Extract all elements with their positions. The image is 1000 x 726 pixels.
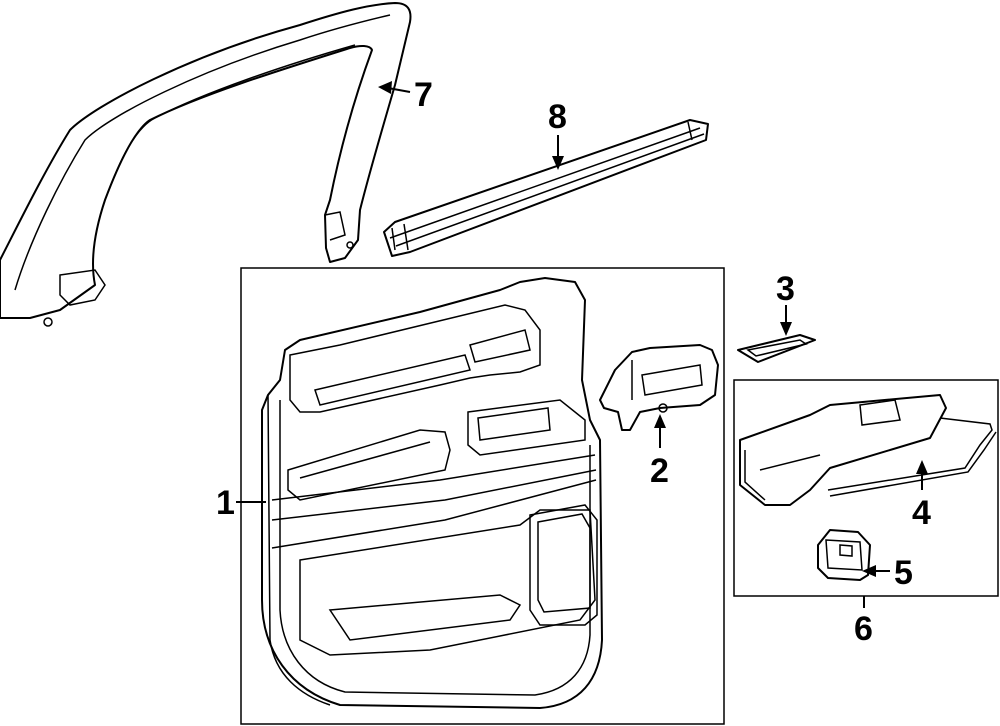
switch-group-frame xyxy=(733,379,999,597)
switch-bezel-part xyxy=(739,394,997,506)
callout-7: 7 xyxy=(414,76,433,114)
callout-4: 4 xyxy=(912,494,931,532)
callout-1: 1 xyxy=(216,484,235,522)
window-switch-part xyxy=(817,529,871,581)
callout-3: 3 xyxy=(776,270,795,308)
callout-2: 2 xyxy=(650,452,669,490)
cover-pad-part xyxy=(737,334,816,363)
callout-5: 5 xyxy=(894,554,913,592)
belt-molding-part xyxy=(383,119,709,257)
panel-group-frame xyxy=(240,267,725,725)
leader-lines xyxy=(236,81,928,608)
inside-handle-part xyxy=(599,344,719,431)
door-trim-panel-part xyxy=(261,277,603,709)
callout-6: 6 xyxy=(854,610,873,648)
garnish-arch-part xyxy=(0,2,412,327)
callout-8: 8 xyxy=(548,98,567,136)
